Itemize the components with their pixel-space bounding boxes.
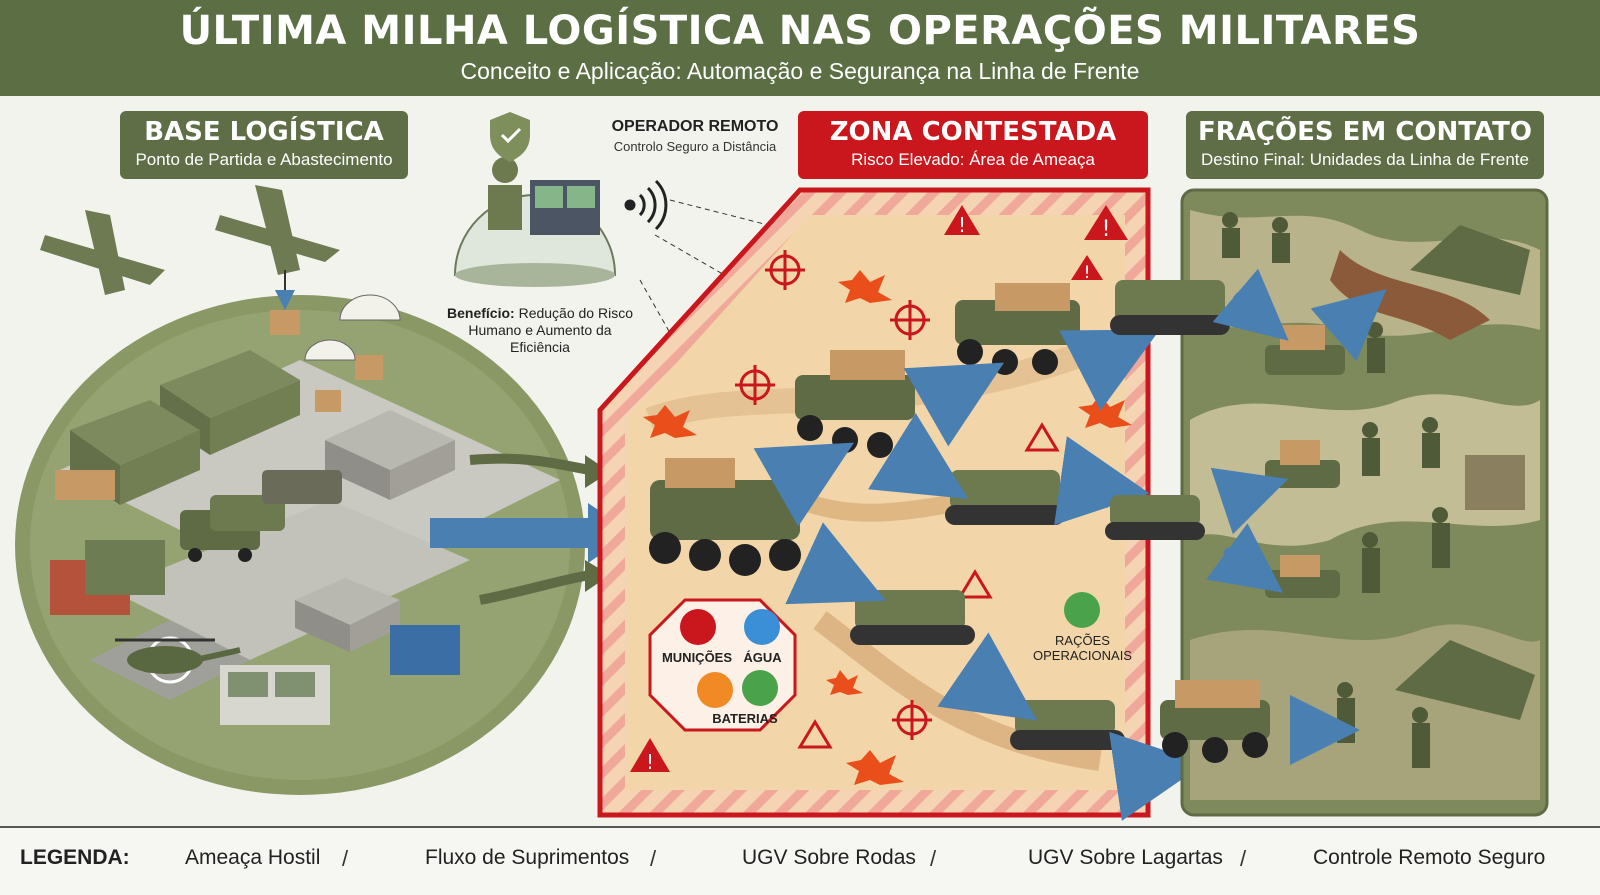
operator-label: OPERADOR REMOTO Controlo Seguro a Distân… xyxy=(600,118,790,154)
fractions-panel-title: FRAÇÕES EM CONTATO Destino Final: Unidad… xyxy=(1186,111,1544,179)
trucks xyxy=(180,470,342,562)
page-subtitle: Conceito e Aplicação: Automação e Segura… xyxy=(460,58,1140,84)
base-title: BASE LOGÍSTICA xyxy=(144,117,384,147)
legend-item-remote: Controle Remoto Seguro xyxy=(1313,846,1546,869)
legend-item-wheeled: UGV Sobre Rodas xyxy=(742,846,916,869)
legend-title: LEGENDA: xyxy=(20,846,130,869)
supply-categories xyxy=(648,592,1100,732)
svg-text:!: ! xyxy=(958,213,966,237)
operator-title: OPERADOR REMOTO xyxy=(611,118,779,135)
legend-separator: / xyxy=(342,846,349,871)
operator-subtitle: Controlo Seguro a Distância xyxy=(613,139,777,154)
svg-text:!: ! xyxy=(1084,263,1091,283)
zone-title: ZONA CONTESTADA xyxy=(829,117,1117,147)
benefit-label: Benefício: xyxy=(447,305,515,321)
cargo-aircraft xyxy=(40,185,340,295)
legend-item-tracked: UGV Sobre Lagartas xyxy=(1028,846,1223,869)
helicopter xyxy=(115,638,241,674)
supply-rations-label: RAÇÕES OPERACIONAIS xyxy=(1033,633,1132,663)
page-title: ÚLTIMA MILHA LOGÍSTICA NAS OPERAÇÕES MIL… xyxy=(179,8,1421,54)
warning-icon: ! ! ! ! xyxy=(630,205,1128,774)
zone-subtitle: Risco Elevado: Área de Ameaça xyxy=(851,150,1095,169)
supply-water-label: ÁGUA xyxy=(743,650,782,665)
legend-item-flow: Fluxo de Suprimentos xyxy=(425,846,630,869)
operator-bubble xyxy=(453,112,617,287)
control-room xyxy=(220,665,330,725)
supply-batteries-label: BATERIAS xyxy=(712,711,778,726)
command-building xyxy=(295,410,455,652)
delivery-arrows xyxy=(1206,268,1387,765)
benefit-note: Benefício: Redução do Risco Humano e Aum… xyxy=(440,305,640,356)
explosion-icon xyxy=(643,270,1132,785)
base-panel-title: BASE LOGÍSTICA Ponto de Partida e Abaste… xyxy=(120,111,408,179)
supply-flow-arrows xyxy=(753,329,1205,821)
signal-icon xyxy=(624,179,668,231)
svg-text:!: ! xyxy=(646,750,654,774)
supply-ammo-label: MUNIÇÕES xyxy=(661,650,733,665)
fractions-title: FRAÇÕES EM CONTATO xyxy=(1198,117,1532,147)
containers xyxy=(50,470,460,675)
crosshair-icon xyxy=(735,250,932,740)
legend-separator: / xyxy=(650,846,657,871)
tents xyxy=(1395,225,1535,720)
diagram-canvas: ! ! ! ! xyxy=(15,112,1549,821)
legend: LEGENDA: Ameaça Hostil / Fluxo de Suprim… xyxy=(0,826,1600,895)
svg-text:!: ! xyxy=(1102,217,1111,242)
legend-item-threat: Ameaça Hostil xyxy=(185,846,321,869)
fractions-subtitle: Destino Final: Unidades da Linha de Fren… xyxy=(1201,150,1529,169)
hangar-building xyxy=(70,350,300,505)
legend-separator: / xyxy=(930,846,937,871)
base-subtitle: Ponto de Partida e Abastecimento xyxy=(135,150,393,169)
header: ÚLTIMA MILHA LOGÍSTICA NAS OPERAÇÕES MIL… xyxy=(0,0,1600,96)
parachute-crates xyxy=(270,294,401,412)
legend-separator: / xyxy=(1240,846,1247,871)
zone-panel-title: ZONA CONTESTADA Risco Elevado: Área de A… xyxy=(798,111,1148,179)
benefit-text: Redução do Risco Humano e Aumento da Efi… xyxy=(468,305,633,355)
